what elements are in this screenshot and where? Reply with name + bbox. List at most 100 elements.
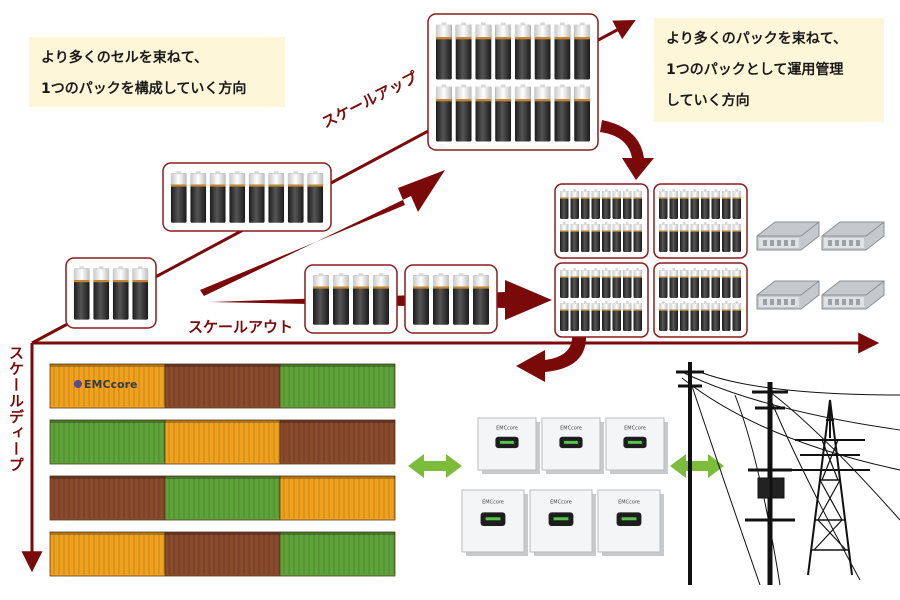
battery-cell <box>413 273 429 325</box>
grid-pack-4 <box>653 262 748 338</box>
battery-cell <box>722 222 731 252</box>
inverter-brand: EMCcore <box>618 500 640 506</box>
battery-cell <box>623 268 632 298</box>
battery-cell <box>560 301 569 331</box>
battery-cell <box>229 171 246 223</box>
battery-cell <box>612 222 621 252</box>
inverter-unit: EMCcore <box>461 489 528 556</box>
battery-cell <box>680 301 689 331</box>
battery-cell <box>170 171 187 223</box>
scale-up-note: より多くのセルを束ねて、 1つのパックを構成していく方向 <box>29 37 285 107</box>
battery-cell <box>574 22 591 80</box>
scale-out-pack-2 <box>404 264 498 334</box>
battery-cell <box>453 273 469 325</box>
battery-cell <box>209 171 226 223</box>
scale-up-note-line-1: より多くのセルを束ねて、 <box>41 50 209 66</box>
battery-cell <box>455 84 472 142</box>
inverter-unit: EMCcore <box>477 417 540 474</box>
power-grid-illustration <box>676 362 900 586</box>
battery-cell <box>307 171 324 223</box>
battery-cell <box>669 301 678 331</box>
inverter-brand: EMCcore <box>496 425 518 431</box>
battery-cell <box>690 301 699 331</box>
battery-cell <box>659 189 668 219</box>
inverter-unit: EMCcore <box>529 489 596 556</box>
battery-cell <box>669 189 678 219</box>
scale-up-note-line-2: 1つのパックを構成していく方向 <box>41 81 247 97</box>
grid-pack-1 <box>554 183 649 259</box>
battery-cell <box>612 301 621 331</box>
small-pack <box>65 257 157 329</box>
scale-deep-label: スケールディープ <box>7 345 25 473</box>
battery-cell <box>581 268 590 298</box>
shipping-container <box>279 363 396 409</box>
battery-cell <box>435 84 452 142</box>
battery-cell <box>560 189 569 219</box>
battery-cell <box>581 189 590 219</box>
battery-cell <box>591 189 600 219</box>
battery-cell <box>690 268 699 298</box>
shipping-container <box>49 475 166 521</box>
battery-cell <box>313 273 329 325</box>
large-pack <box>427 13 599 151</box>
battery-cell <box>711 301 720 331</box>
container-stack <box>49 363 396 577</box>
scale-out-note-line-3: していく方向 <box>666 93 750 109</box>
battery-cell <box>602 189 611 219</box>
battery-cell <box>93 266 110 320</box>
battery-cell <box>732 268 741 298</box>
battery-cell <box>612 189 621 219</box>
medium-pack <box>162 162 332 232</box>
battery-cell <box>633 268 642 298</box>
battery-cell <box>680 189 689 219</box>
battery-cell <box>570 268 579 298</box>
shipping-container <box>49 419 166 465</box>
emc-logo-badge <box>74 380 82 388</box>
battery-cell <box>73 266 90 320</box>
shipping-container <box>164 419 281 465</box>
battery-cell <box>690 189 699 219</box>
battery-cell <box>602 268 611 298</box>
scale-out-note-line-1: より多くのパックを束ねて、 <box>666 31 848 47</box>
battery-cell <box>701 189 710 219</box>
rack-module-2 <box>821 221 885 251</box>
battery-cell <box>711 189 720 219</box>
battery-cell <box>475 84 492 142</box>
link-arrows <box>408 454 724 478</box>
shipping-container <box>279 531 396 577</box>
battery-cell <box>701 268 710 298</box>
battery-cell <box>353 273 369 325</box>
battery-cell <box>602 222 611 252</box>
battery-cell <box>633 222 642 252</box>
battery-cell <box>591 268 600 298</box>
battery-cell <box>581 301 590 331</box>
battery-cell <box>495 22 512 80</box>
battery-cell <box>669 268 678 298</box>
battery-cell <box>623 222 632 252</box>
battery-cell <box>581 222 590 252</box>
shipping-container <box>164 531 281 577</box>
battery-cell <box>701 301 710 331</box>
inverter-brand: EMCcore <box>482 500 504 506</box>
rack-module-1 <box>756 221 820 251</box>
battery-cell <box>701 222 710 252</box>
grid-pack-3 <box>554 262 649 338</box>
battery-cell <box>333 273 349 325</box>
battery-cell <box>570 301 579 331</box>
battery-cell <box>287 171 304 223</box>
battery-cell <box>680 222 689 252</box>
battery-cell <box>680 268 689 298</box>
inverter-unit: EMCcore <box>541 417 604 474</box>
scale-out-label: スケールアウト <box>188 318 294 336</box>
battery-cell <box>623 301 632 331</box>
container-logo: EMCcore <box>84 378 138 391</box>
battery-cell <box>534 84 551 142</box>
scale-out-note-line-2: 1つのパックとして運用管理 <box>666 62 844 78</box>
battery-cell <box>722 301 731 331</box>
inverter-unit: EMCcore <box>605 417 668 474</box>
battery-cell <box>132 266 149 320</box>
scale-out-note: より多くのパックを束ねて、 1つのパックとして運用管理 していく方向 <box>654 18 884 122</box>
inverter-brand: EMCcore <box>624 425 646 431</box>
